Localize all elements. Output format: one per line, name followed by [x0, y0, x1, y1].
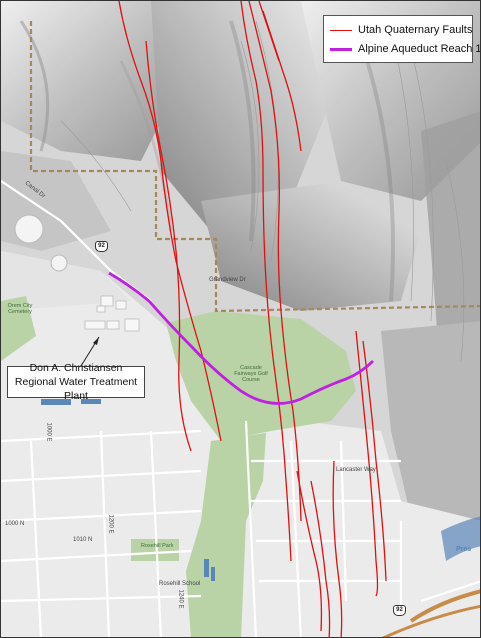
rosehill-park-area — [131, 539, 179, 561]
label-preserve: Pres — [456, 546, 472, 553]
legend-item-aqueduct: Alpine Aqueduct Reach 1 — [330, 43, 481, 55]
fault-line — [355, 330, 379, 597]
label-1200-e: 1200 E — [107, 514, 114, 534]
label-grandview-dr: Grandview Dr — [209, 277, 246, 283]
fault-line — [262, 10, 302, 152]
fault-line — [240, 1, 292, 562]
legend-aqueduct-label: Alpine Aqueduct Reach 1 — [358, 43, 481, 55]
label-rosehill-school: Rosehill School — [159, 581, 201, 587]
label-1000-n: 1000 N — [5, 521, 25, 527]
treatment-plant-callout: Don A. Christiansen Regional Water Treat… — [7, 362, 145, 402]
label-cemetery: Orem City Cemetery — [7, 303, 33, 315]
label-1010-n: 1010 N — [73, 537, 93, 543]
label-1000-e: 1000 E — [45, 422, 52, 442]
contour-lines — [60, 20, 465, 362]
cemetery-area — [1, 296, 36, 361]
streets — [1, 180, 480, 637]
label-lancaster-way: Lancaster Way — [336, 467, 376, 473]
fault-line — [145, 40, 192, 452]
callout-line-1: Don A. Christiansen — [29, 362, 123, 374]
hillshade — [1, 1, 480, 561]
water-features — [41, 399, 480, 581]
faults-swatch — [330, 29, 352, 31]
label-1240-e: 1240 E — [177, 589, 184, 609]
fault-line — [332, 460, 343, 637]
treatment-plant-buildings — [84, 295, 140, 332]
sr-92-shield-bottom: 92 — [393, 605, 406, 616]
label-golf-course: Cascade Fairways Golf Course — [234, 365, 268, 383]
sr-92-shield: 92 — [95, 241, 108, 252]
golf-course-area — [166, 311, 356, 441]
fault-line — [310, 480, 331, 637]
highway — [409, 589, 480, 623]
forest-boundary — [29, 21, 480, 313]
aqueduct-swatch — [330, 47, 352, 51]
fault-line — [296, 470, 323, 632]
park-strip — [186, 433, 266, 637]
fault-lines — [118, 1, 387, 637]
label-rosehill-park: Rosehill Park — [141, 543, 174, 549]
fault-line — [248, 1, 302, 522]
map-legend: Utah Quaternary Faults Alpine Aqueduct R… — [323, 15, 480, 63]
callout-line-2: Regional Water Treatment Plant — [14, 376, 138, 402]
alpine-aqueduct-line — [108, 271, 374, 405]
legend-item-faults: Utah Quaternary Faults — [330, 24, 472, 36]
legend-faults-label: Utah Quaternary Faults — [358, 24, 473, 36]
water-tank — [14, 214, 44, 244]
fault-line — [362, 340, 387, 582]
